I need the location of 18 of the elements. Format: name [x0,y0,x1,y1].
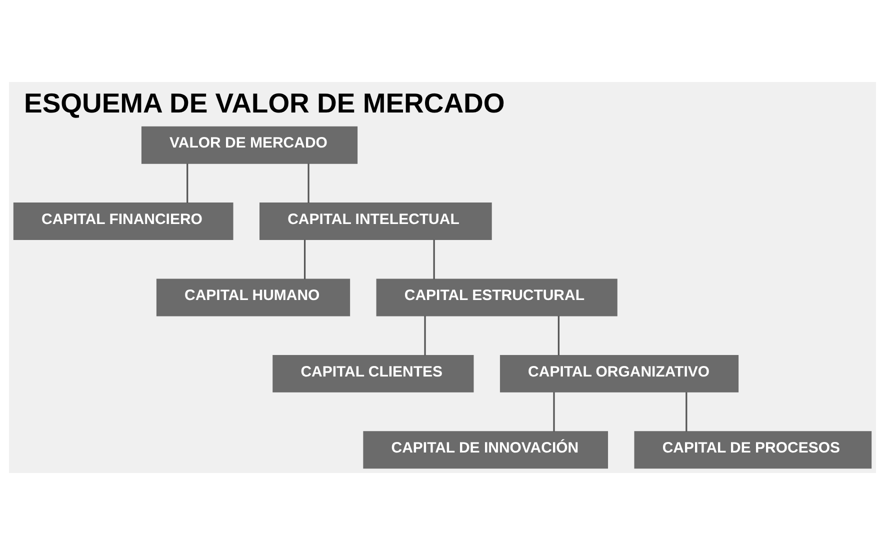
node-box: CAPITAL FINANCIERO [13,202,234,240]
connector [558,316,560,356]
node-box: CAPITAL INTELECTUAL [260,202,492,240]
node-box: CAPITAL ORGANIZATIVO [500,354,739,392]
connector [308,164,310,203]
diagram-title: ESQUEMA DE VALOR DE MERCADO [24,88,505,119]
connector [424,316,426,356]
node-box: CAPITAL CLIENTES [272,354,474,392]
connector [304,240,306,280]
node-box: VALOR DE MERCADO [141,126,358,164]
connector [553,392,555,432]
node-box: CAPITAL ESTRUCTURAL [376,278,618,316]
connector [433,240,435,280]
node-box: CAPITAL DE INNOVACIÓN [363,431,608,469]
connector [686,392,688,432]
node-box: CAPITAL HUMANO [156,278,350,316]
node-box: CAPITAL DE PROCESOS [634,431,872,469]
connector [186,164,188,203]
